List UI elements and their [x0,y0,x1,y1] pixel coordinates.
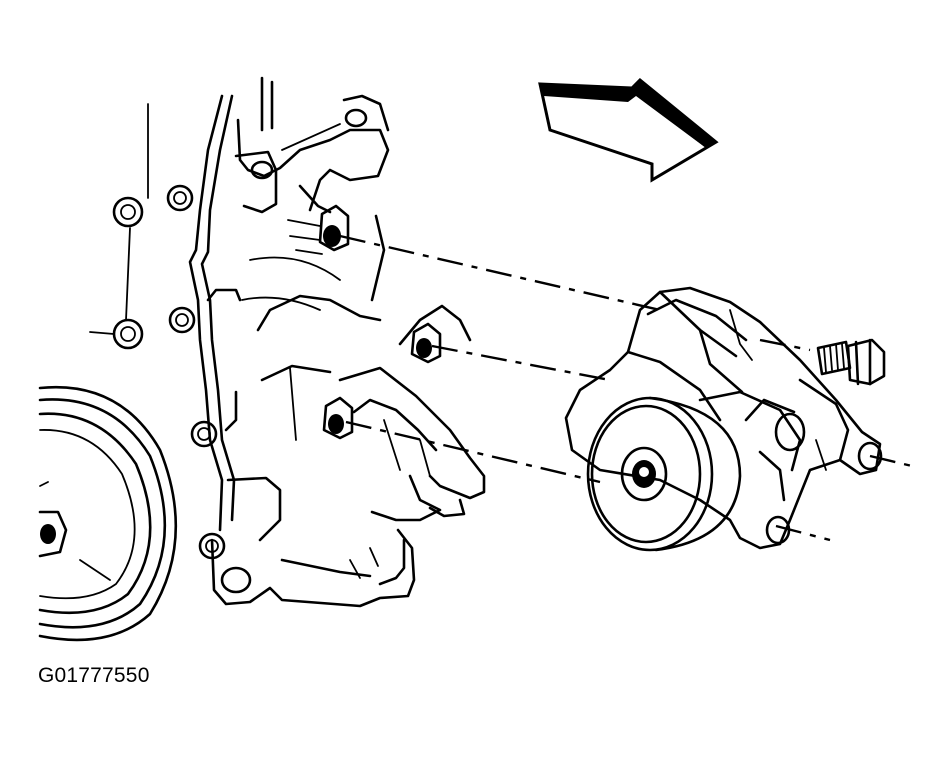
bolt-icon [166,184,194,212]
bolt-icon [190,420,218,448]
belt-tensioner-assembly [564,286,883,552]
idler-pulley-icon [586,396,742,552]
mounting-boss-middle [410,322,442,364]
mounting-boss-upper [318,204,350,252]
alignment-lines [339,234,913,542]
bolt-icon [168,306,196,334]
mounting-boss-lower [322,396,354,440]
crankshaft-pulley-icon [38,385,178,642]
bolt-icon [112,318,144,350]
bolt-icon [198,532,226,560]
figure-id-label: G01777550 [38,664,150,687]
direction-arrow-icon [538,77,719,183]
bolt-icon [112,196,144,228]
tensioner-bolt-icon [816,338,886,386]
cover-bolts [89,103,226,560]
engine-front-cover [188,76,416,608]
engine-bracket [338,304,486,522]
